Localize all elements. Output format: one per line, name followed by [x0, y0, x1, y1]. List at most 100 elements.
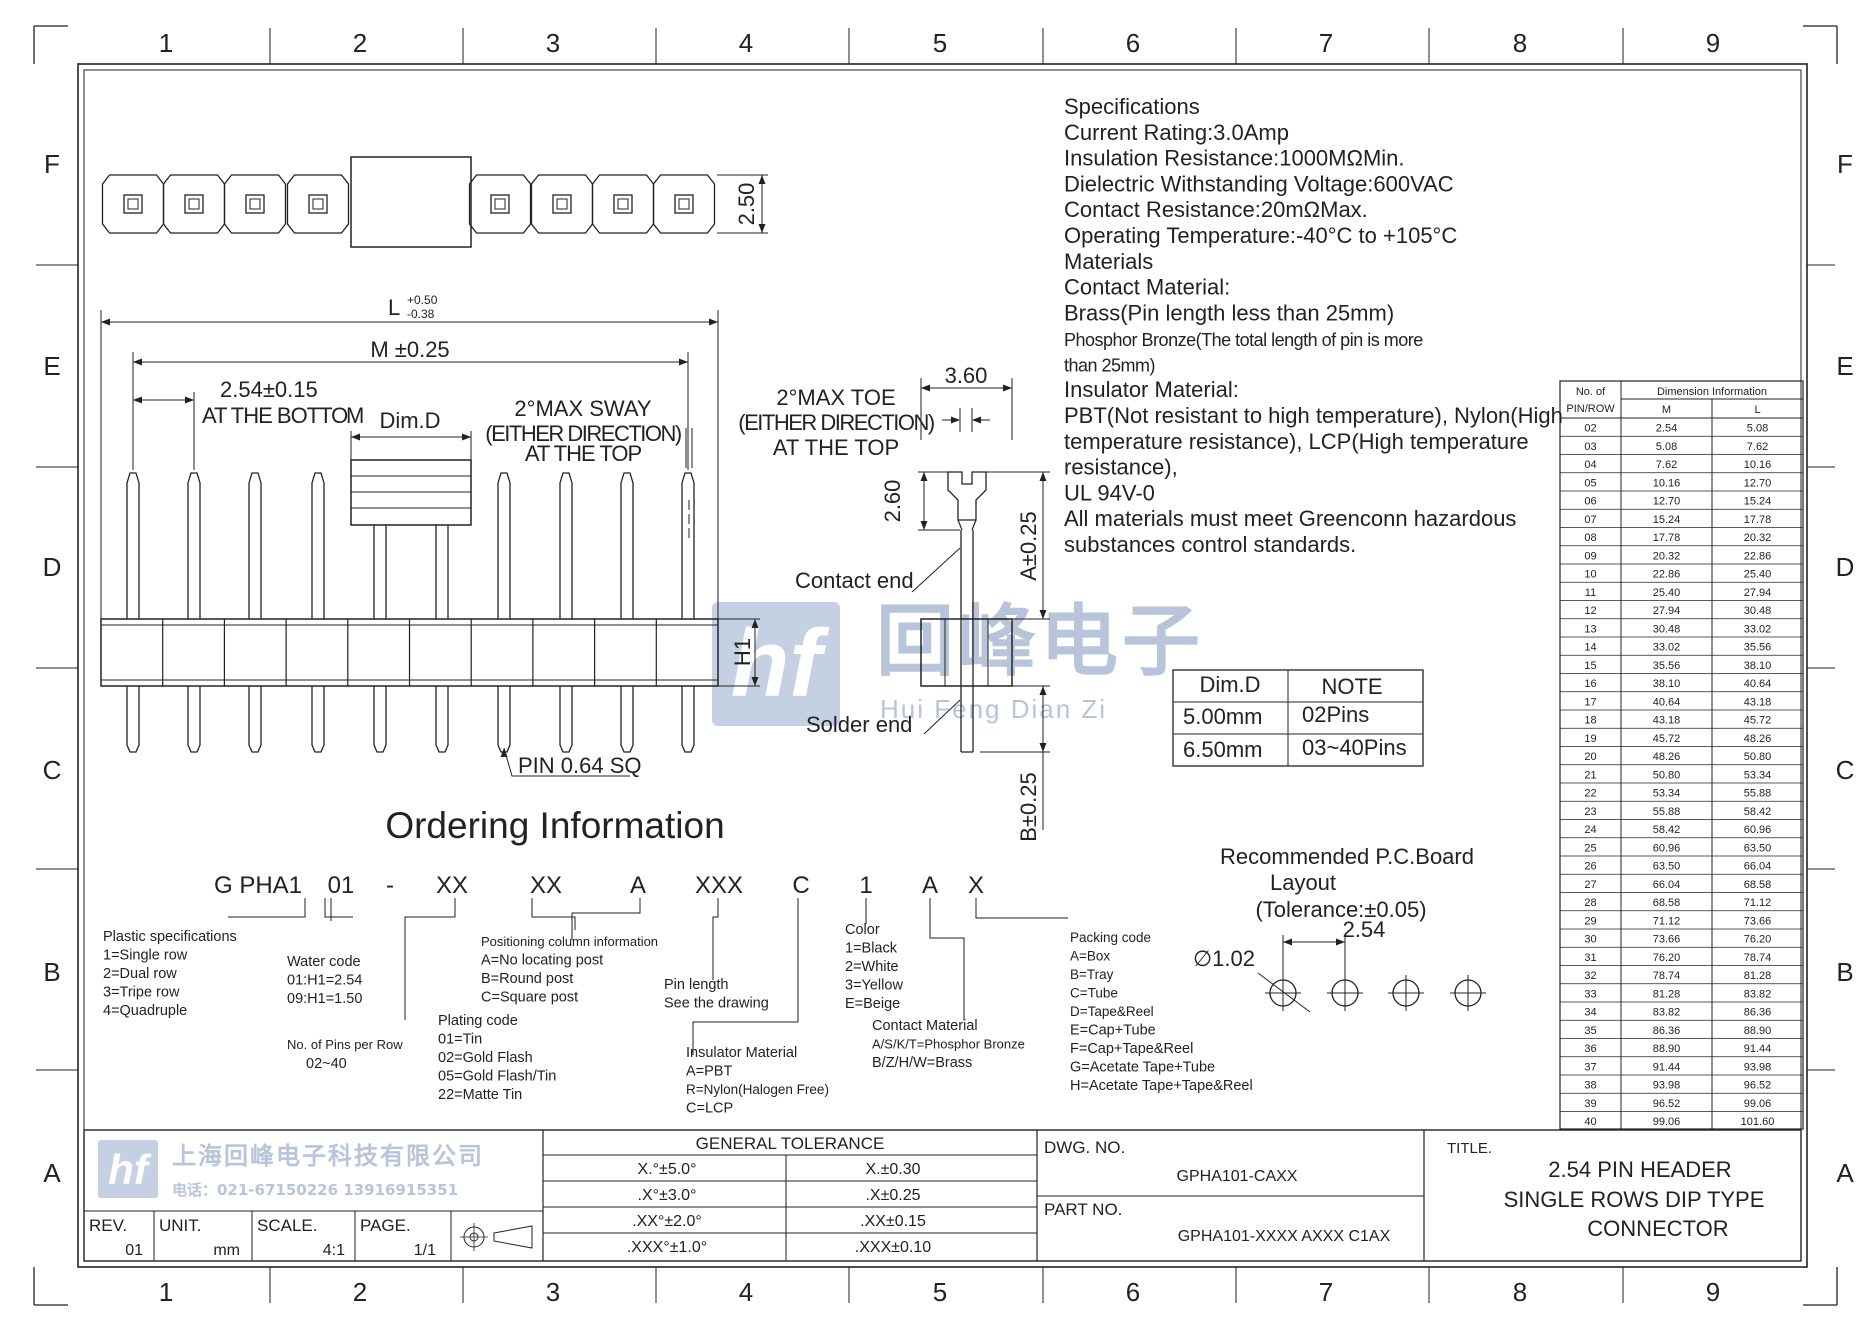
drawing-title: 2.54 PIN HEADER	[1548, 1157, 1731, 1182]
zone-column-top: 7	[1319, 28, 1333, 58]
table-cell-m: 5.08	[1656, 441, 1677, 453]
table-cell-l: 50.80	[1744, 751, 1772, 763]
arrowhead	[185, 396, 194, 404]
table-cell-m: 60.96	[1653, 842, 1681, 854]
spec-line: Insulation Resistance:1000MΩMin.	[1064, 146, 1405, 171]
arrowhead	[679, 358, 688, 366]
arrowhead	[500, 748, 508, 757]
table-header-m: M	[1662, 404, 1671, 416]
contact-leader	[911, 547, 961, 593]
code-leader	[975, 898, 1068, 919]
table-cell-l: 71.12	[1744, 897, 1772, 909]
pin-square-outer	[552, 194, 572, 214]
table-cell-pins: 33	[1584, 988, 1596, 1000]
tolerance-linear: .XXX±0.10	[855, 1239, 931, 1256]
code-leader	[692, 898, 799, 1055]
insulator-material: A=PBT	[686, 1064, 732, 1080]
plating-code: 22=Matte Tin	[438, 1087, 522, 1103]
contact-material: Contact Material	[872, 1018, 978, 1034]
table-header-pins2: PIN/ROW	[1566, 403, 1615, 415]
pin-cell	[101, 174, 165, 234]
table-border	[1559, 380, 1804, 1130]
zone-column-bottom: 6	[1126, 1277, 1140, 1307]
packing-code: C=Tube	[1070, 986, 1118, 1001]
table-cell-l: 5.08	[1747, 423, 1768, 435]
side-housing	[920, 618, 1013, 687]
table-cell-pins: 04	[1584, 459, 1596, 471]
table-cell-pins: 35	[1584, 1025, 1596, 1037]
table-cell-m: 86.36	[1653, 1025, 1681, 1037]
table-cell-l: 76.20	[1744, 934, 1772, 946]
spec-line: PBT(Not resistant to high temperature), …	[1064, 403, 1563, 428]
table-cell-m: 15.24	[1653, 514, 1681, 526]
table-cell-m: 83.82	[1653, 1007, 1681, 1019]
contact-end-label: Contact end	[795, 568, 914, 593]
table-cell-pins: 17	[1584, 696, 1596, 708]
table-header-info: Dimension Information	[1657, 386, 1767, 398]
projection-cone-icon	[493, 1225, 533, 1249]
contact-pin	[497, 472, 511, 619]
packing-code: B=Tray	[1070, 967, 1114, 982]
dimension-2-50: 2.50	[734, 183, 759, 226]
pin-square-inner	[312, 198, 324, 210]
table-cell-pins: 40	[1584, 1116, 1596, 1128]
table-cell-m: 38.10	[1653, 678, 1681, 690]
solder-pin	[311, 686, 325, 753]
table-cell-l: 25.40	[1744, 569, 1772, 581]
solder-pin	[620, 686, 634, 753]
table-cell-pins: 09	[1584, 550, 1596, 562]
code-leader	[712, 898, 719, 980]
code-leader	[404, 898, 456, 1020]
table-cell-m: 81.28	[1653, 988, 1681, 1000]
title-label: TITLE.	[1447, 1140, 1492, 1157]
dwg-no: GPHA101-CAXX	[1177, 1168, 1298, 1185]
table-cell-m: 12.70	[1653, 496, 1681, 508]
plastic-spec: 4=Quadruple	[103, 1003, 187, 1019]
positioning: Positioning column information	[481, 934, 658, 949]
spec-line: Contact Material:	[1064, 275, 1230, 300]
zone-row-left: E	[43, 351, 60, 381]
code-leader	[531, 898, 576, 930]
hole-leader	[1257, 972, 1311, 1013]
pin-square-outer	[674, 194, 694, 214]
table-cell-l: 53.34	[1744, 769, 1772, 781]
table-cell-l: 81.28	[1744, 970, 1772, 982]
arrowhead	[751, 619, 759, 628]
insulator-material: Insulator Material	[686, 1045, 797, 1061]
arrowhead	[758, 175, 766, 184]
table-cell-pins: 12	[1584, 605, 1596, 617]
table-cell-m: 96.52	[1653, 1098, 1681, 1110]
table-cell-m: 27.94	[1653, 605, 1681, 617]
code-leader	[324, 898, 353, 918]
pin-square-inner	[617, 198, 629, 210]
table-cell-pins: 25	[1584, 842, 1596, 854]
table-cell-pins: 14	[1584, 642, 1596, 654]
dimd-header-note: NOTE	[1321, 674, 1382, 699]
l-tolerance-lower: -0.38	[407, 307, 435, 321]
table-cell-l: 15.24	[1744, 496, 1772, 508]
plating-code: 05=Gold Flash/Tin	[438, 1069, 556, 1085]
table-cell-m: 17.78	[1653, 532, 1681, 544]
company-logo	[98, 1140, 158, 1198]
zone-column-bottom: 9	[1706, 1277, 1720, 1307]
table-cell-m: 99.06	[1653, 1116, 1681, 1128]
table-cell-pins: 23	[1584, 806, 1596, 818]
table-cell-l: 58.42	[1744, 806, 1772, 818]
table-cell-l: 40.64	[1744, 678, 1772, 690]
spec-line: Phosphor Bronze(The total length of pin …	[1064, 330, 1423, 350]
arrowhead	[462, 433, 471, 441]
contact-pin	[126, 472, 140, 619]
color-code: 3=Yellow	[845, 978, 903, 994]
spec-line: UL 94V-0	[1064, 480, 1155, 505]
zone-column-top: 8	[1513, 28, 1527, 58]
pin-square-outer	[613, 194, 633, 214]
pin-square-outer	[308, 194, 328, 214]
arrowhead	[751, 677, 759, 686]
arrowhead	[920, 472, 928, 481]
page-value: 1/1	[414, 1242, 436, 1259]
code-part: G PHA1	[214, 872, 302, 899]
table-cell-m: 91.44	[1653, 1061, 1681, 1073]
table-cell-m: 50.80	[1653, 769, 1681, 781]
plating-code: Plating code	[438, 1013, 518, 1029]
